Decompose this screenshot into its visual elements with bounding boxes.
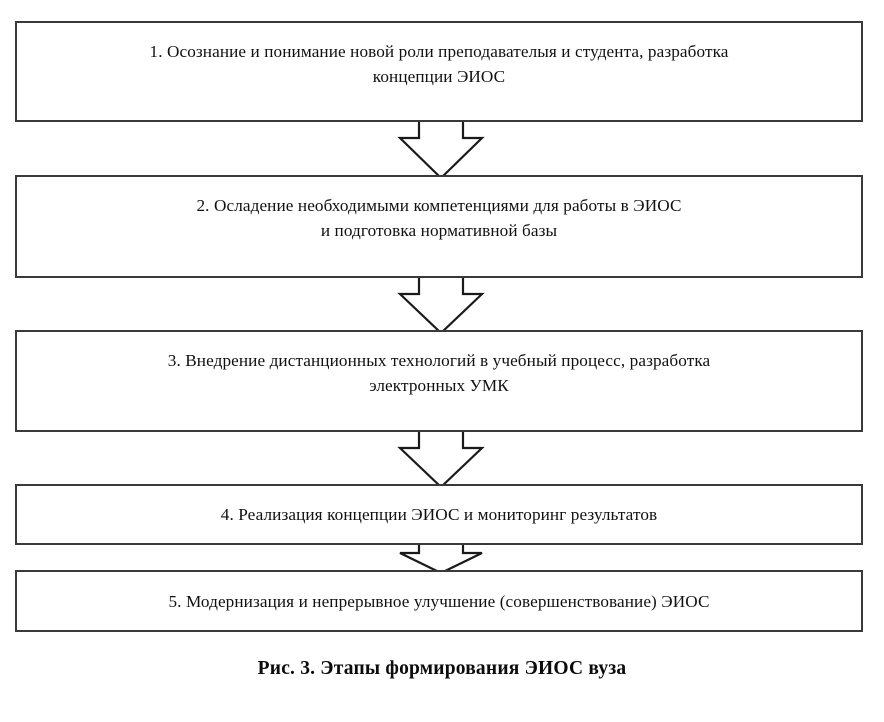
stage-box-4-label: 4. Реализация концепции ЭИОС и мониторин… xyxy=(220,505,658,524)
arrow-down-icon xyxy=(397,428,485,489)
flow-arrow-2-to-3 xyxy=(396,274,486,335)
figure-caption: Рис. 3. Этапы формирования ЭИОС вуза xyxy=(257,658,627,679)
arrow-down-icon xyxy=(397,118,485,180)
arrow-down-icon xyxy=(399,541,483,575)
stage-box-1: 1. Осознание и понимание новой роли преп… xyxy=(15,21,863,122)
stage-box-2: 2. Ослaдение необходимыми компетенциями … xyxy=(15,175,863,278)
flow-arrow-1-to-2 xyxy=(396,118,486,180)
stage-box-4: 4. Реализация концепции ЭИОС и мониторин… xyxy=(15,484,863,545)
stage-box-3-label: 3. Внедрение дистанционных технологий в … xyxy=(167,351,711,395)
flow-arrow-3-to-4 xyxy=(396,428,486,489)
stage-box-2-label: 2. Ослaдение необходимыми компетенциями … xyxy=(196,196,682,240)
stage-box-1-label: 1. Осознание и понимание новой роли преп… xyxy=(149,42,729,86)
stage-box-5: 5. Модернизация и непрерывное улучшение … xyxy=(15,570,863,632)
stage-box-5-label: 5. Модернизация и непрерывное улучшение … xyxy=(168,591,710,611)
arrow-down-icon xyxy=(397,274,485,335)
stage-box-3: 3. Внедрение дистанционных технологий в … xyxy=(15,330,863,432)
flow-arrow-4-to-5 xyxy=(396,541,486,575)
